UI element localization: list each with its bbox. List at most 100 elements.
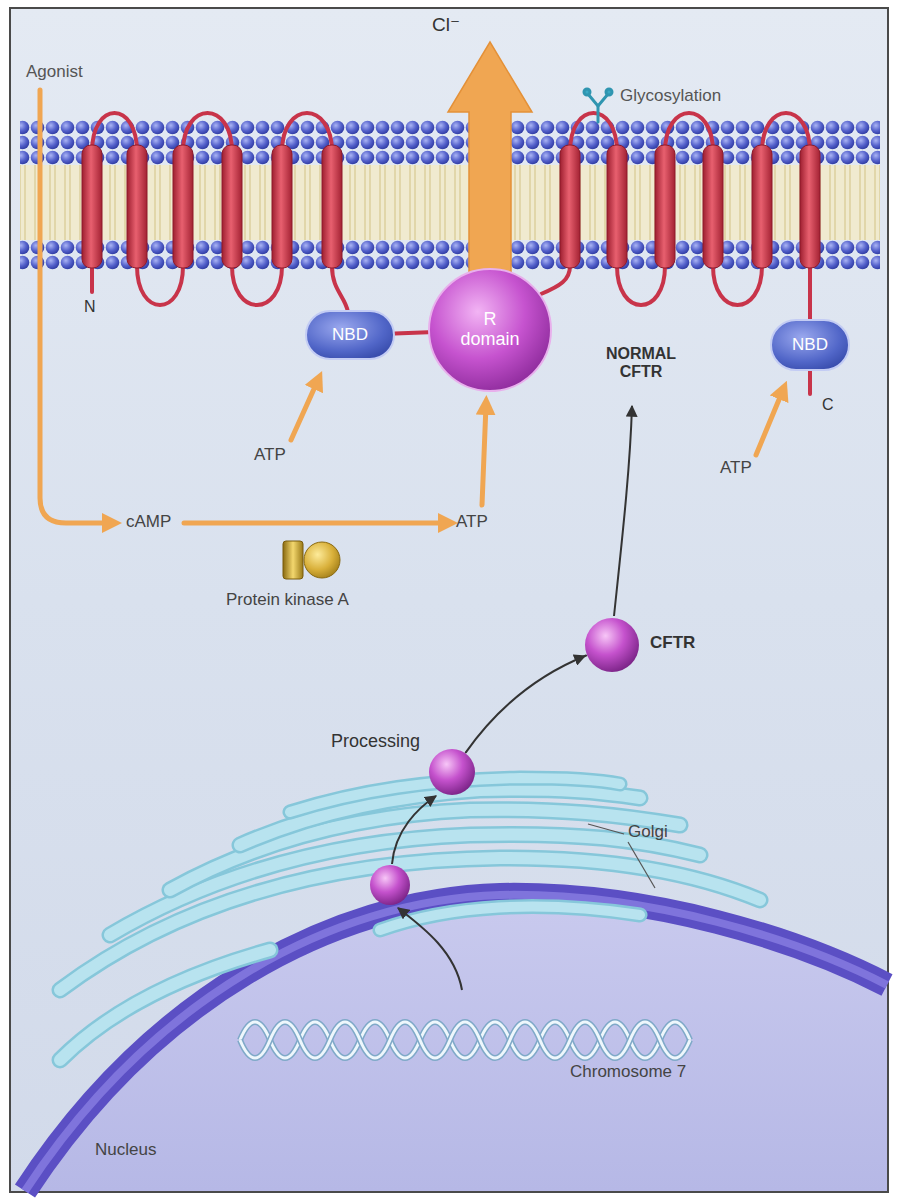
lipid-tail-lines (20, 165, 880, 240)
connector (395, 332, 428, 333)
polypeptide-loops (92, 113, 810, 394)
node-text: NBD (332, 326, 368, 345)
transmembrane-helices (222, 145, 242, 268)
glycosylation-symbol (606, 89, 612, 95)
protein-kinase-a-icon (283, 541, 340, 579)
transmembrane-helices (560, 145, 580, 268)
inner-lipid-heads (20, 240, 880, 270)
node-text: NBD (792, 336, 828, 355)
connector (466, 656, 586, 753)
vesicle (370, 865, 410, 905)
transmembrane-helices (655, 145, 675, 268)
transmembrane-helices (607, 145, 627, 268)
golgi (380, 907, 640, 930)
polypeptide-loops (232, 266, 282, 305)
polypeptide-loops (183, 113, 232, 152)
membrane (20, 120, 880, 270)
polypeptide-loops (137, 266, 183, 305)
node-shape (585, 618, 639, 672)
terminus-label: N (84, 298, 96, 316)
node-text: R domain (457, 310, 523, 350)
node-text: CFTR (650, 634, 695, 653)
dna-helix (240, 1022, 690, 1058)
glycosylation-symbol (584, 89, 590, 95)
polypeptide-loops (617, 266, 665, 305)
glycosylation-symbol (588, 94, 598, 122)
transmembrane-helices (800, 145, 820, 268)
polypeptide-loops (90, 266, 94, 292)
protein-kinase-a-icon (304, 542, 340, 578)
dna-helix (240, 1022, 690, 1058)
polypeptide-loops (808, 266, 812, 320)
nucleotide-binding-domain: NBD (770, 319, 850, 371)
signal-arrows (291, 380, 318, 440)
nucleotide-binding-domain: NBD (305, 310, 395, 360)
enzyme-label: Protein kinase A (226, 590, 349, 610)
polypeptide-loops (713, 266, 762, 305)
polypeptide-loops (808, 370, 812, 394)
signal-arrows (40, 90, 783, 523)
signal-arrows (40, 90, 112, 523)
node-text: Processing (331, 732, 420, 752)
signal-arrows (184, 521, 448, 526)
node-shape (306, 311, 394, 359)
node-shape (771, 320, 849, 370)
golgi-leader-lines (628, 842, 655, 888)
golgi (60, 858, 760, 990)
outer-lipid-heads (20, 120, 880, 165)
terminus-label: C (822, 396, 834, 414)
dna-helix (240, 1022, 690, 1058)
polypeptide-loops (282, 113, 332, 152)
golgi (380, 907, 640, 930)
frame (10, 8, 888, 1192)
chloride-arrow (448, 42, 532, 300)
transmembrane-helices (82, 145, 820, 268)
glycosylation-symbol (598, 94, 608, 106)
lipid-tails (20, 165, 880, 240)
transmembrane-helices (272, 145, 292, 268)
dna-helix (240, 1022, 690, 1058)
transmembrane-helices (173, 145, 193, 268)
trafficking-arrows (392, 406, 632, 990)
golgi-leader-lines (588, 824, 624, 834)
signal-arrows (756, 390, 783, 455)
processing-vesicle: Processing (428, 748, 476, 796)
node-outline (584, 617, 640, 673)
polypeptide-loops (762, 113, 810, 152)
polypeptide-loops (332, 266, 348, 312)
node-outline (428, 748, 476, 796)
normal-cftr-label: NORMAL CFTR (586, 345, 696, 382)
transmembrane-helices (703, 145, 723, 268)
polypeptide-loops (92, 113, 137, 152)
golgi-label: Golgi (628, 822, 668, 842)
regulatory-domain: R domain (428, 268, 552, 392)
golgi (60, 858, 760, 990)
agonist-label: Agonist (26, 62, 83, 82)
dna-helix (240, 1022, 690, 1058)
atp-label: ATP (456, 512, 488, 532)
camp-label: cAMP (126, 512, 171, 532)
golgi (240, 789, 640, 845)
polypeptide-loops (665, 113, 713, 152)
transmembrane-helices (752, 145, 772, 268)
signal-arrows (482, 405, 486, 505)
chloride-arrow (448, 42, 532, 300)
golgi (110, 834, 700, 935)
golgi (110, 834, 700, 935)
atp-label: ATP (254, 445, 286, 465)
chromosome-label: Chromosome 7 (570, 1062, 686, 1082)
golgi (60, 778, 760, 1060)
node-shape (429, 749, 475, 795)
cftr-protein: CFTR (584, 617, 640, 673)
transmembrane-helices (127, 145, 147, 268)
golgi (240, 789, 640, 845)
vesicle (370, 865, 410, 905)
polypeptide-loops (541, 266, 570, 294)
ion-label: Cl⁻ (432, 14, 460, 36)
nucleus-label: Nucleus (95, 1140, 156, 1160)
transmembrane-helices (322, 145, 342, 268)
